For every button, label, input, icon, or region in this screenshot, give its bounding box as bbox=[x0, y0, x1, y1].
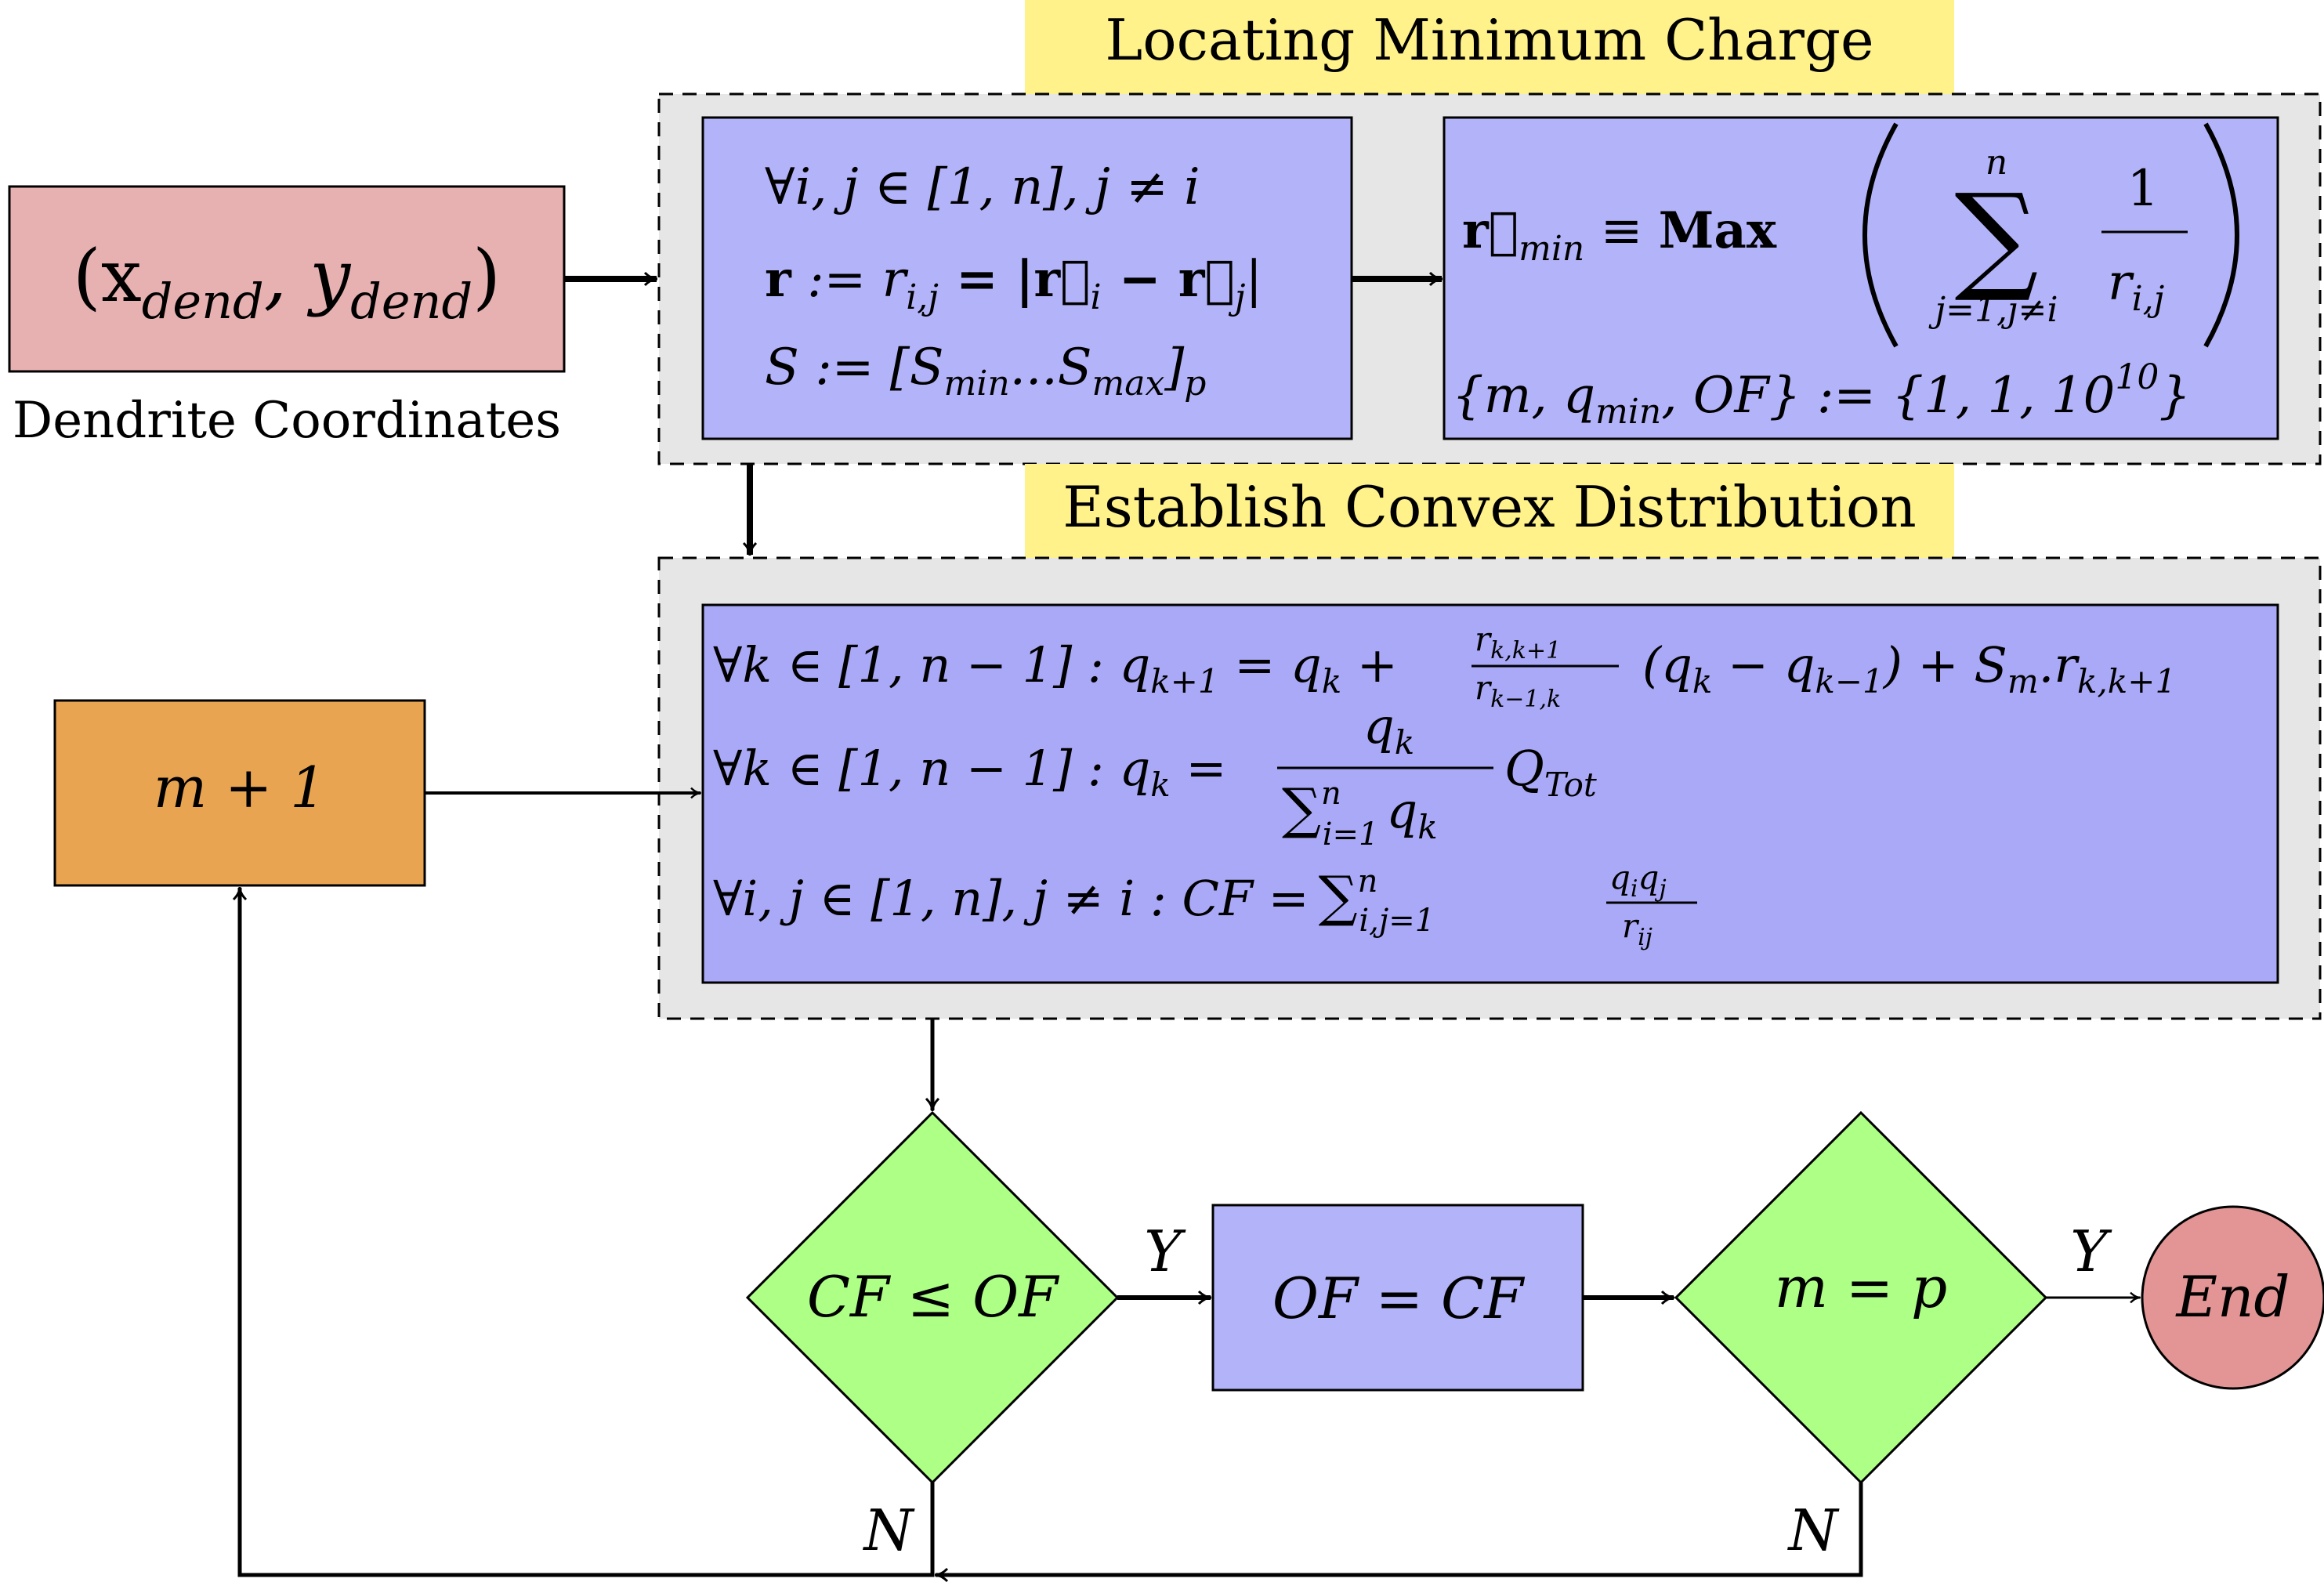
assign-box bbox=[1211, 1204, 1584, 1392]
distribution-line-2: ∀k ∈ [1, n − 1] : qk = bbox=[713, 740, 1226, 804]
definitions-line-2: r := ri,j = |r⃗i − r⃗j| bbox=[765, 250, 1262, 317]
path-decision1-no-to-increment bbox=[232, 886, 935, 1577]
assign-label: OF = CF bbox=[1272, 1265, 1526, 1331]
definitions-line-3: S := [Smin...Smax]p bbox=[765, 339, 1206, 404]
connectors bbox=[232, 271, 2141, 1583]
distribution-box-rect bbox=[701, 603, 2279, 984]
sum-top: n bbox=[1986, 143, 2007, 183]
initial-values: {m, qmin, OF} := {1, 1, 1010} bbox=[1452, 357, 2191, 432]
decision1-no-label: N bbox=[863, 1497, 916, 1563]
distribution-line-1-tail: (qk − qk−1) + Sm.rk,k+1 bbox=[1642, 636, 2176, 701]
decision1-label: CF ≤ OF bbox=[807, 1264, 1060, 1330]
decision1-yes-label: Y bbox=[1144, 1218, 1186, 1284]
right-paren bbox=[2203, 122, 2239, 348]
distribution-line-2-frac-num: qk bbox=[1363, 697, 1414, 762]
group2-header-title: Establish Convex Distribution bbox=[1062, 474, 1917, 540]
left-paren bbox=[1862, 122, 1899, 348]
sum-sign: ∑ bbox=[1954, 169, 2038, 306]
fraction-denominator: ri,j bbox=[2108, 254, 2164, 319]
distribution-line-3-frac-num: qiqj bbox=[1609, 858, 1667, 903]
minimum-position-box: r⃗min ≡ Max n ∑ j=1,j≠i 1 ri,j {m, qmin,… bbox=[1443, 116, 2279, 440]
minimum-position-box-rect bbox=[1443, 116, 2279, 440]
distribution-line-2-qtot: QTot bbox=[1504, 740, 1597, 804]
input-box bbox=[8, 185, 566, 373]
distribution-line-1: ∀k ∈ [1, n − 1] : qk+1 = qk + bbox=[713, 636, 1398, 701]
end-circle bbox=[2141, 1205, 2324, 1390]
increment-node: m + 1 bbox=[53, 699, 426, 887]
group2-header-box bbox=[1025, 464, 1954, 558]
assign-node: OF = CF bbox=[1211, 1204, 1584, 1392]
input-node: (xdend, ydend) Dendrite Coordinates bbox=[8, 185, 566, 450]
decision2-label: m = p bbox=[1775, 1254, 1947, 1320]
increment-box bbox=[53, 699, 426, 887]
distribution-box: ∀k ∈ [1, n − 1] : qk+1 = qk + rk,k+1 rk−… bbox=[701, 603, 2279, 984]
fraction-numerator: 1 bbox=[2127, 160, 2159, 218]
decision-m-eq-p: m = p Y N bbox=[1674, 1110, 2112, 1563]
group1-header-box bbox=[1025, 0, 1954, 94]
input-coordinates: (xdend, ydend) bbox=[73, 234, 501, 330]
definitions-line-1: ∀i, j ∈ [1, n], j ≠ i bbox=[765, 158, 1200, 216]
decision-cf-le-of: CF ≤ OF Y N bbox=[745, 1110, 1186, 1563]
input-caption: Dendrite Coordinates bbox=[13, 392, 561, 450]
decision2-yes-label: Y bbox=[2070, 1218, 2112, 1284]
definitions-box: ∀i, j ∈ [1, n], j ≠ i r := ri,j = |r⃗i −… bbox=[701, 116, 1353, 440]
path-decision2-no-to-loop bbox=[934, 1483, 1863, 1583]
definitions-box-rect bbox=[701, 116, 1353, 440]
group1-header-title: Locating Minimum Charge bbox=[1105, 7, 1873, 73]
minimum-position-r: r⃗min ≡ Max bbox=[1462, 201, 1777, 269]
end-label: End bbox=[2174, 1264, 2290, 1330]
distribution-line-1-frac-den: rk−1,k bbox=[1475, 668, 1561, 713]
distribution-line-3-frac-den: rij bbox=[1622, 907, 1653, 951]
sum-bottom: j=1,j≠i bbox=[1928, 290, 2058, 330]
end-node: End bbox=[2141, 1205, 2324, 1390]
increment-label: m + 1 bbox=[154, 755, 326, 820]
decision2-no-label: N bbox=[1787, 1497, 1841, 1563]
distribution-line-1-frac-num: rk,k+1 bbox=[1475, 620, 1561, 664]
